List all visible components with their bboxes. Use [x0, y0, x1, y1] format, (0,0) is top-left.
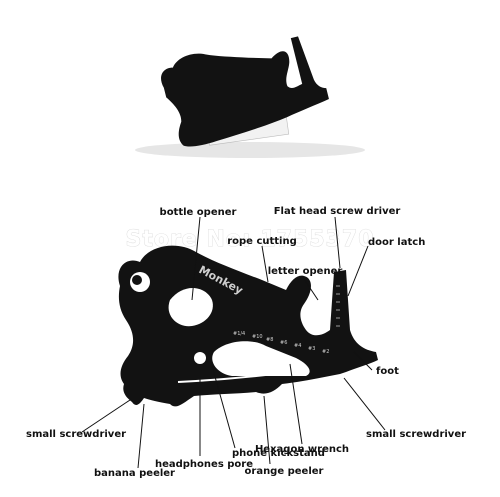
size-3: #8 — [266, 337, 273, 343]
bottle-opener-hole — [168, 287, 213, 327]
line-banana-peeler — [137, 403, 145, 469]
callout-lines — [81, 216, 386, 469]
size-1: #1/4 — [233, 331, 245, 337]
line-small-screwdriver-right — [343, 377, 386, 431]
line-phone-kickstand — [211, 365, 236, 449]
headphones-hole — [194, 352, 206, 364]
label-hexagon-wrench: Hexagon wrench — [255, 444, 349, 455]
size-4: #6 — [280, 340, 287, 346]
line-flat-head — [334, 216, 341, 269]
line-hexagon-wrench — [289, 363, 303, 445]
line-foot — [353, 351, 373, 371]
label-letter-opener: letter opener — [268, 266, 343, 277]
line-small-screwdriver-left — [81, 399, 131, 433]
monkey-eye — [132, 275, 142, 285]
line-orange-peeler — [263, 395, 271, 465]
size-5: #4 — [294, 343, 301, 349]
line-letter-opener — [301, 275, 319, 301]
label-orange-peeler: orange peeler — [245, 466, 324, 477]
size-2: #10 — [252, 334, 263, 340]
top-tool-silhouette — [161, 36, 329, 147]
label-rope-cutting: rope cutting — [227, 236, 297, 247]
line-door-latch — [347, 245, 369, 297]
label-door-latch: door latch — [368, 237, 425, 248]
label-headphones-pore: headphones pore — [155, 459, 253, 470]
label-phone-kickstand: phone kickstand — [232, 448, 325, 459]
label-small-screwdriver-right: small screwdriver — [366, 429, 466, 440]
wrench-cutout — [212, 341, 310, 376]
multitool-body — [118, 245, 379, 407]
label-foot: foot — [376, 366, 399, 377]
label-flat-head-screw-driver: Flat head screw driver — [274, 206, 401, 217]
photo-shadow — [135, 142, 365, 158]
multitool-card: Monkey #1/4 #10 #8 #6 #4 #3 #2 — [118, 245, 379, 407]
ruler-ticks — [336, 285, 340, 327]
size-7: #2 — [322, 349, 329, 355]
line-rope-cutting — [261, 245, 269, 283]
label-bottle-opener: bottle opener — [160, 207, 237, 218]
top-product-photo — [135, 36, 365, 158]
size-6: #3 — [308, 346, 315, 352]
label-small-screwdriver-left: small screwdriver — [26, 429, 126, 440]
line-bottle-opener — [191, 216, 201, 301]
label-banana-peeler: banana peeler — [94, 468, 175, 479]
peeler-slot — [177, 371, 291, 383]
